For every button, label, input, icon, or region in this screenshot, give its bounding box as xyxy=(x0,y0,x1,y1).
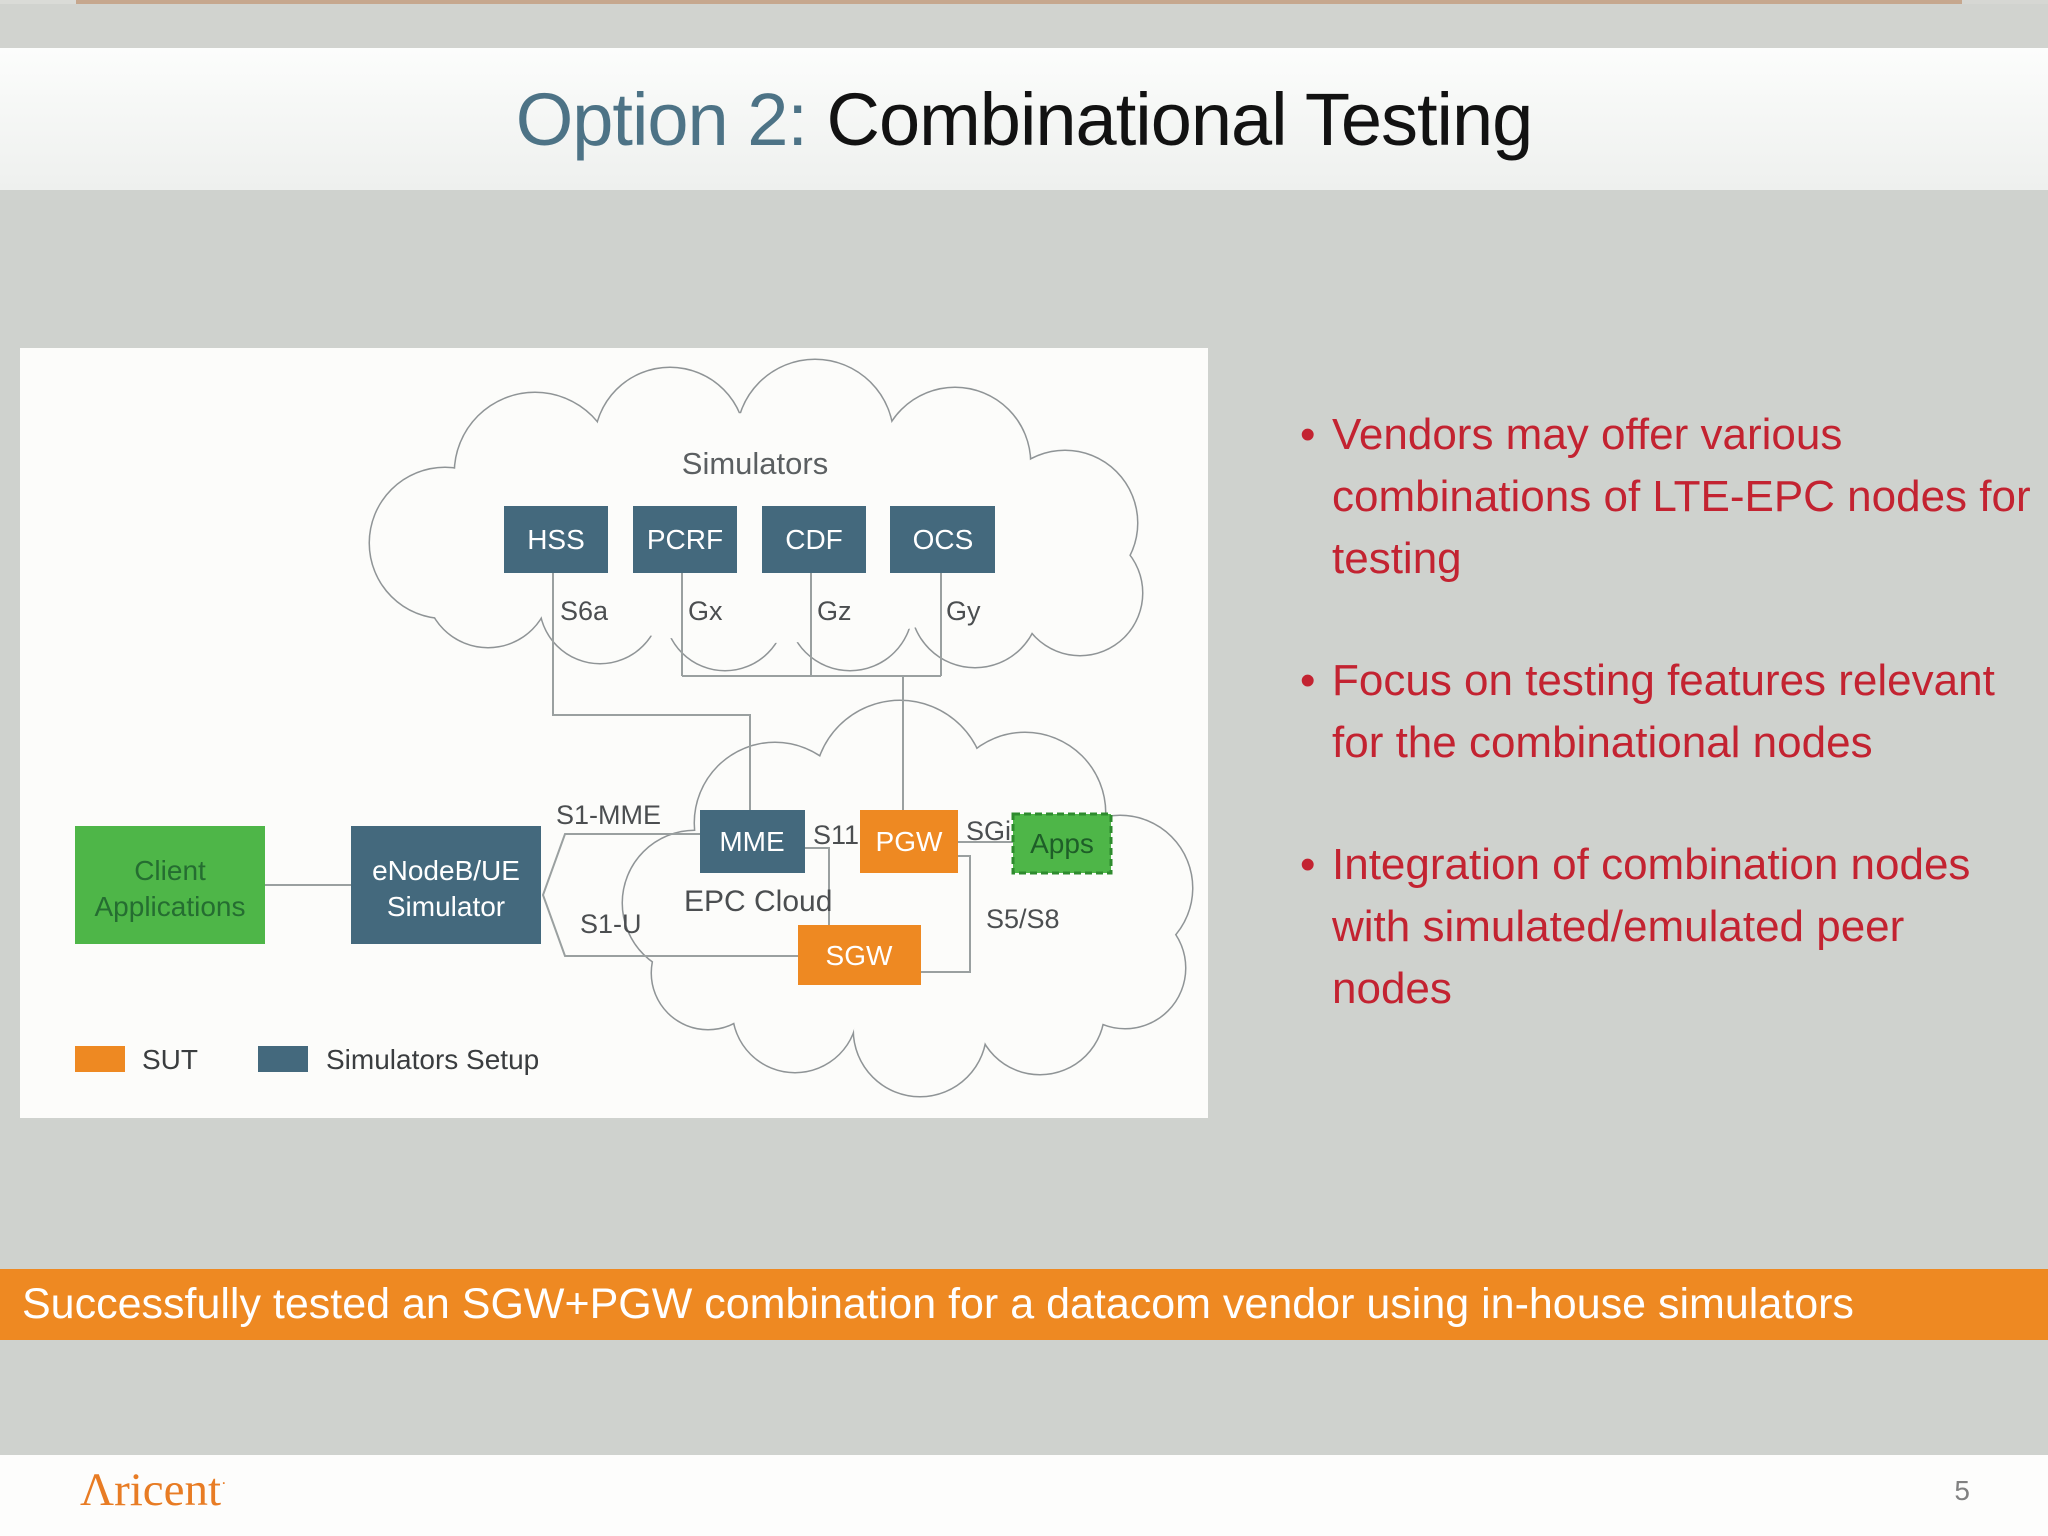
node-pcrf: PCRF xyxy=(633,506,737,573)
iface-s1-u: S1-U xyxy=(580,909,642,939)
bullet-list: • Vendors may offer various combinations… xyxy=(1300,404,2036,1080)
top-accent-right xyxy=(1962,0,2048,4)
node-pgw: PGW xyxy=(860,810,958,873)
bullet-item: • Integration of combination nodes with … xyxy=(1300,834,2036,1020)
client-line2: Applications xyxy=(95,891,246,922)
node-ocs-label: OCS xyxy=(913,524,974,555)
node-apps: Apps xyxy=(1011,812,1113,875)
page-title: Option 2: Combinational Testing xyxy=(515,77,1534,162)
diagram-panel: Simulators EPC Cloud HSS PCRF CDF OCS S6… xyxy=(20,348,1208,1118)
node-ocs: OCS xyxy=(890,506,995,573)
node-mme: MME xyxy=(700,810,805,873)
network-diagram: Simulators EPC Cloud HSS PCRF CDF OCS S6… xyxy=(75,358,1194,1098)
iface-s11: S11 xyxy=(813,820,859,850)
iface-s1-mme: S1-MME xyxy=(556,800,661,830)
highlight-banner: Successfully tested an SGW+PGW combinati… xyxy=(0,1269,2048,1340)
node-pgw-label: PGW xyxy=(876,826,943,857)
iface-gz: Gz xyxy=(817,596,852,626)
node-client-applications: Client Applications xyxy=(75,826,265,944)
node-hss: HSS xyxy=(504,506,608,573)
iface-gx: Gx xyxy=(688,596,723,626)
node-cdf-label: CDF xyxy=(785,524,843,555)
node-pcrf-label: PCRF xyxy=(647,524,723,555)
enodeb-line1: eNodeB/UE xyxy=(372,855,520,886)
node-sgw-label: SGW xyxy=(826,940,893,971)
wire-pgw-sgw-s5s8 xyxy=(921,855,971,973)
top-gray-band xyxy=(0,4,2048,48)
simulators-cloud-label: Simulators xyxy=(682,446,828,481)
bullet-text: Integration of combination nodes with si… xyxy=(1332,840,1971,1013)
banner-text: Successfully tested an SGW+PGW combinati… xyxy=(22,1280,1854,1328)
title-band: Option 2: Combinational Testing xyxy=(0,48,2048,190)
wire-mme-sgw-s11 xyxy=(805,847,830,925)
aricent-logo: Λricent· xyxy=(80,1463,226,1517)
bullet-dot: • xyxy=(1300,410,1316,459)
bullet-text: Focus on testing features relevant for t… xyxy=(1332,656,1995,767)
wire-hss-mme xyxy=(552,573,751,810)
node-enodeb-simulator: eNodeB/UE Simulator xyxy=(351,826,541,944)
title-prefix: Option 2: xyxy=(515,77,827,161)
footer: Λricent· 5 xyxy=(0,1455,2048,1536)
client-line1: Client xyxy=(134,855,206,886)
bullet-item: • Vendors may offer various combinations… xyxy=(1300,404,2036,590)
top-accent-main xyxy=(76,0,1962,4)
logo-text: ricent xyxy=(114,1464,222,1516)
node-mme-label: MME xyxy=(719,826,784,857)
enodeb-line2: Simulator xyxy=(387,891,505,922)
simulators-cloud xyxy=(368,358,1144,672)
node-hss-label: HSS xyxy=(527,524,585,555)
connector-wires xyxy=(265,573,1013,973)
iface-sgi: SGi xyxy=(966,816,1011,846)
page-number: 5 xyxy=(1954,1475,1970,1506)
legend-label-sut: SUT xyxy=(142,1044,198,1075)
node-cdf: CDF xyxy=(762,506,866,573)
logo-trademark: · xyxy=(221,1475,227,1493)
bullet-item: • Focus on testing features relevant for… xyxy=(1300,650,2036,774)
legend: SUT Simulators Setup xyxy=(75,1044,539,1075)
wire-s1-chevron xyxy=(541,833,798,957)
epc-cloud-label: EPC Cloud xyxy=(684,885,832,918)
bullet-dot: • xyxy=(1300,840,1316,889)
iface-s6a: S6a xyxy=(560,596,609,626)
bullet-text: Vendors may offer various combinations o… xyxy=(1332,410,2031,583)
top-accent-line xyxy=(0,0,2048,4)
legend-swatch-sut xyxy=(75,1046,125,1072)
node-sgw: SGW xyxy=(798,925,921,985)
logo-lambda: Λ xyxy=(80,1464,115,1516)
node-apps-label: Apps xyxy=(1030,828,1094,859)
legend-swatch-simulators xyxy=(258,1046,308,1072)
iface-s5-s8: S5/S8 xyxy=(986,904,1060,934)
top-accent-left xyxy=(0,0,76,4)
iface-gy: Gy xyxy=(946,596,981,626)
bullet-dot: • xyxy=(1300,656,1316,705)
legend-label-simulators: Simulators Setup xyxy=(326,1044,539,1075)
title-main: Combinational Testing xyxy=(826,77,1534,161)
